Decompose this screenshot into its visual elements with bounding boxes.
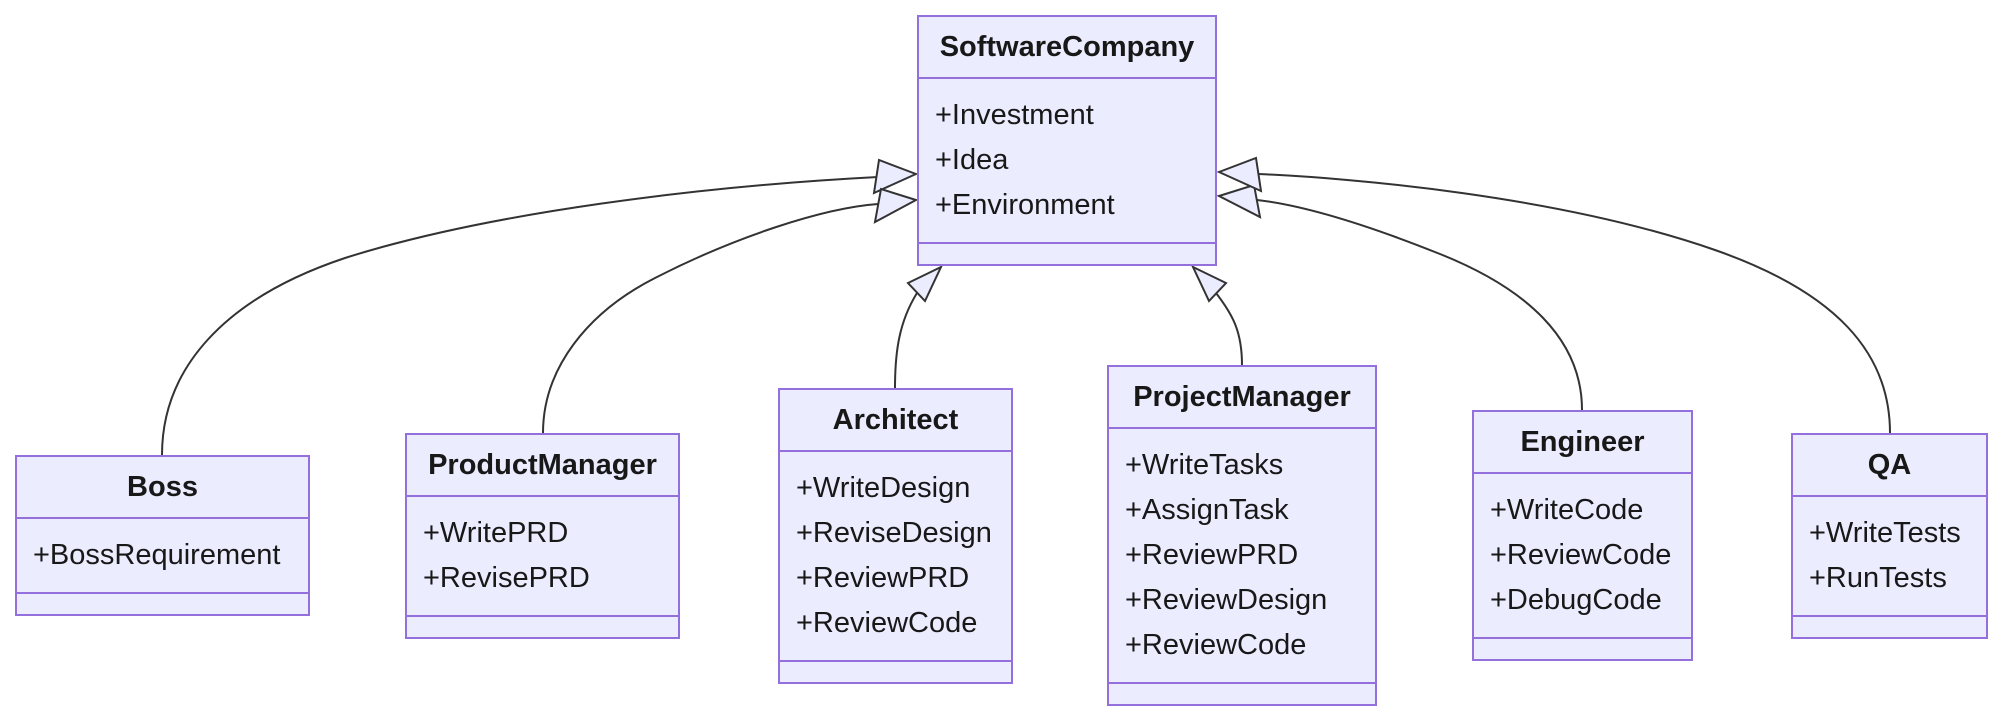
class-attribute: +Investment: [935, 99, 1094, 131]
edge-architect-to-softwarecompany: [894, 292, 918, 389]
class-title: Boss: [17, 457, 308, 519]
class-attributes-section: +BossRequirement: [17, 519, 308, 594]
class-title: ProjectManager: [1109, 367, 1375, 429]
class-box-projectmanager: ProjectManager +WriteTasks +AssignTask +…: [1107, 365, 1377, 706]
class-box-boss: Boss +BossRequirement: [15, 455, 310, 616]
inheritance-arrowhead-engineer: [1216, 183, 1262, 219]
class-attribute: +ReviewCode: [796, 607, 978, 639]
class-box-engineer: Engineer +WriteCode +ReviewCode +DebugCo…: [1472, 410, 1693, 661]
class-attribute: +BossRequirement: [33, 539, 281, 571]
inheritance-arrowhead-architect: [906, 264, 944, 303]
class-methods-section-empty: [919, 244, 1215, 264]
class-attribute: +Idea: [935, 144, 1009, 176]
class-box-qa: QA +WriteTests +RunTests: [1791, 433, 1988, 639]
class-methods-section-empty: [1474, 639, 1691, 659]
class-methods-section-empty: [1109, 684, 1375, 704]
class-attributes-section: +WriteTasks +AssignTask +ReviewPRD +Revi…: [1109, 429, 1375, 684]
class-attribute: +WritePRD: [423, 517, 569, 549]
class-attributes-section: +WritePRD +RevisePRD: [407, 497, 678, 617]
edge-engineer-to-softwarecompany: [1256, 199, 1583, 411]
class-attribute: +ReviewDesign: [1125, 584, 1328, 616]
edge-qa-to-softwarecompany: [1257, 173, 1891, 434]
class-attribute: +ReviewCode: [1125, 629, 1307, 661]
class-box-productmanager: ProductManager +WritePRD +RevisePRD: [405, 433, 680, 639]
class-attribute: +ReviewPRD: [1125, 539, 1299, 571]
inheritance-arrowhead-qa: [1216, 156, 1263, 193]
class-title: QA: [1793, 435, 1986, 497]
inheritance-arrowhead-projectmanager: [1190, 264, 1228, 303]
class-title: SoftwareCompany: [919, 17, 1215, 79]
class-attribute: +RunTests: [1809, 562, 1947, 594]
class-methods-section-empty: [1793, 617, 1986, 637]
class-methods-section-empty: [17, 594, 308, 614]
class-title: ProductManager: [407, 435, 678, 497]
class-attribute: +DebugCode: [1490, 584, 1662, 616]
class-title: Engineer: [1474, 412, 1691, 474]
class-title: Architect: [780, 390, 1011, 452]
class-attribute: +WriteDesign: [796, 472, 971, 504]
class-box-softwarecompany: SoftwareCompany +Investment +Idea +Envir…: [917, 15, 1217, 266]
edge-productmanager-to-softwarecompany: [542, 203, 879, 434]
class-attribute: +AssignTask: [1125, 494, 1289, 526]
class-attributes-section: +Investment +Idea +Environment: [919, 79, 1215, 244]
edge-projectmanager-to-softwarecompany: [1215, 292, 1243, 366]
class-attribute: +RevisePRD: [423, 562, 590, 594]
class-attribute: +WriteTasks: [1125, 449, 1284, 481]
class-attributes-section: +WriteCode +ReviewCode +DebugCode: [1474, 474, 1691, 639]
inheritance-arrowhead-boss: [872, 158, 919, 195]
class-attribute: +WriteCode: [1490, 494, 1644, 526]
class-box-architect: Architect +WriteDesign +ReviseDesign +Re…: [778, 388, 1013, 684]
class-attributes-section: +WriteDesign +ReviseDesign +ReviewPRD +R…: [780, 452, 1011, 662]
inheritance-arrowhead-productmanager: [873, 187, 919, 224]
class-attributes-section: +WriteTests +RunTests: [1793, 497, 1986, 617]
class-attribute: +ReviewCode: [1490, 539, 1672, 571]
class-methods-section-empty: [780, 662, 1011, 682]
class-attribute: +Environment: [935, 189, 1115, 221]
class-attribute: +WriteTests: [1809, 517, 1961, 549]
class-attribute: +ReviseDesign: [796, 517, 992, 549]
class-methods-section-empty: [407, 617, 678, 637]
class-attribute: +ReviewPRD: [796, 562, 970, 594]
edge-boss-to-softwarecompany: [161, 176, 879, 456]
